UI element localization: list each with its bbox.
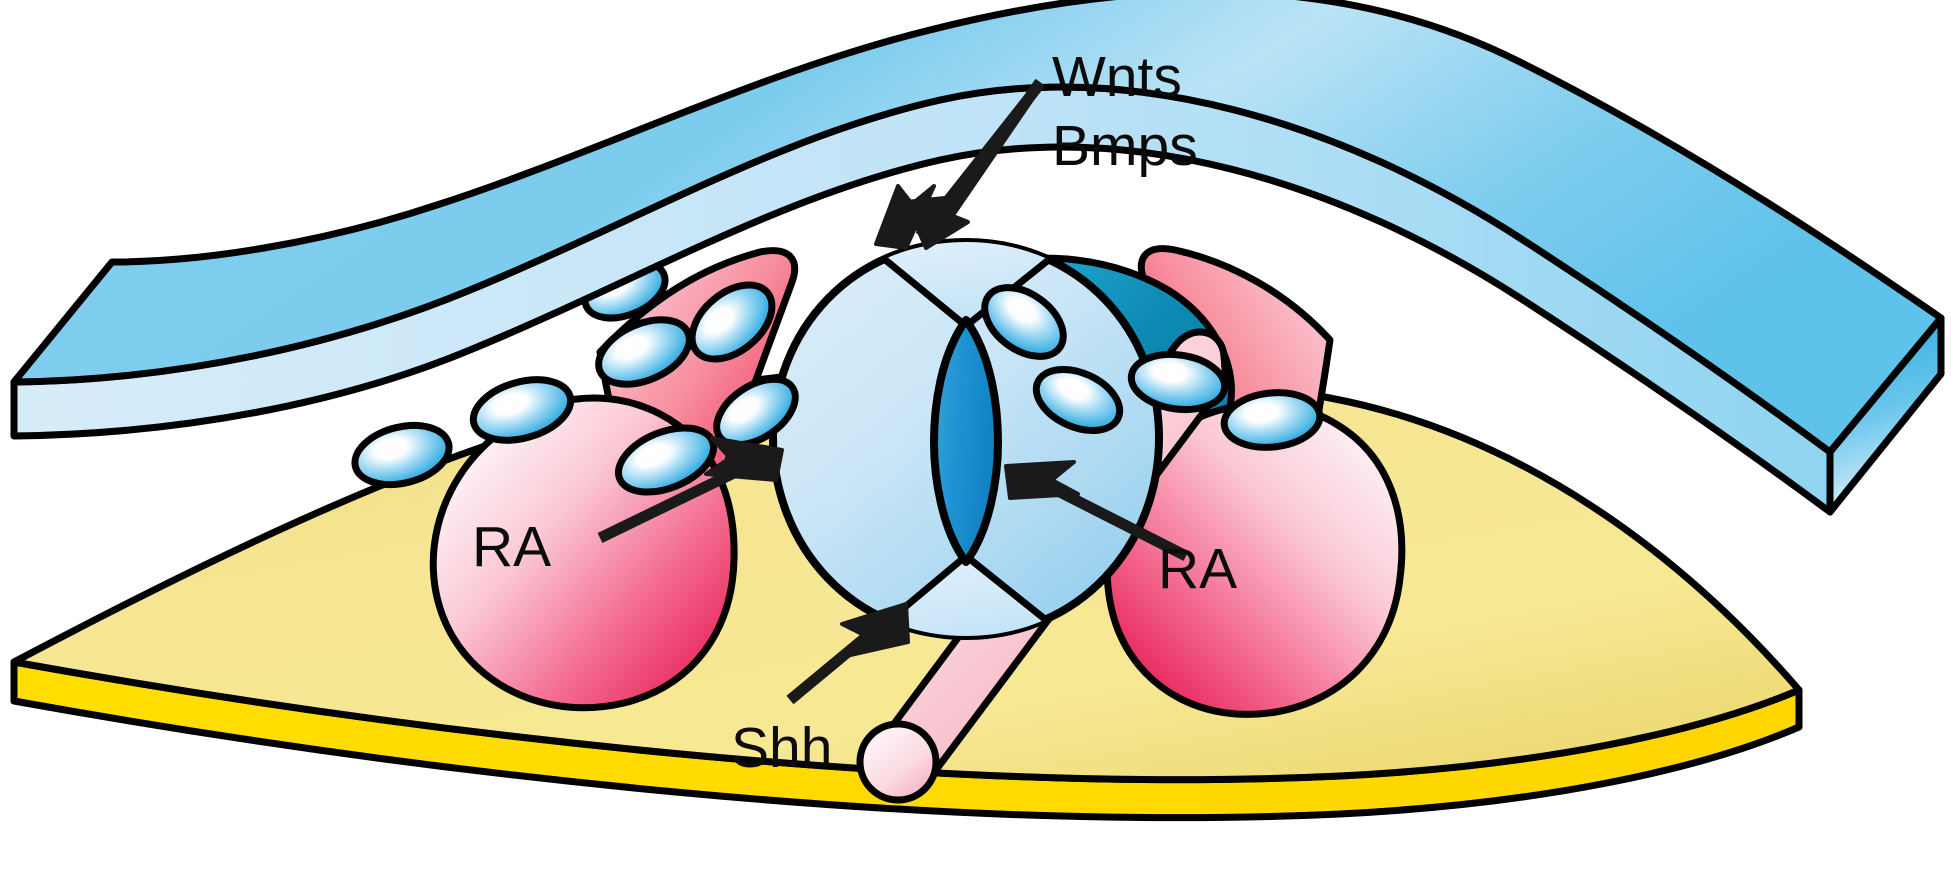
neural-crest-cell	[1220, 389, 1324, 451]
ectoderm-sheet-right-edge	[1826, 314, 1945, 516]
neural-crest-cell	[595, 316, 693, 388]
signal-arrows	[597, 78, 1189, 705]
label-bmps: Bmps	[1052, 114, 1198, 178]
ra-arrow-right	[1004, 460, 1189, 561]
label-ra-right: RA	[1158, 537, 1237, 601]
notochord-cap	[856, 720, 940, 804]
neural-tube-lumen	[930, 316, 1002, 566]
neural-crest-cell	[469, 376, 575, 444]
neural-crest-cells	[351, 258, 1324, 496]
neural-crest-cell	[713, 375, 799, 449]
neural-crest-cell	[981, 284, 1067, 360]
neural-crest-cell	[351, 421, 453, 489]
neural-crest-cell	[1032, 366, 1124, 434]
neural-crest-cell	[688, 281, 776, 363]
diagram-labels: Wnts Bmps RA RA Shh	[472, 45, 1237, 780]
label-shh: Shh	[731, 716, 832, 780]
neural-crest-cell	[1127, 350, 1229, 414]
ectoderm-sheet	[10, 0, 1945, 516]
wnts-bmps-arrow-right	[874, 80, 1045, 250]
neural-tube	[768, 237, 1164, 641]
ra-arrow-left	[597, 436, 784, 543]
label-wnts: Wnts	[1052, 45, 1182, 109]
label-ra-left: RA	[472, 515, 551, 579]
shh-arrow	[786, 602, 910, 705]
